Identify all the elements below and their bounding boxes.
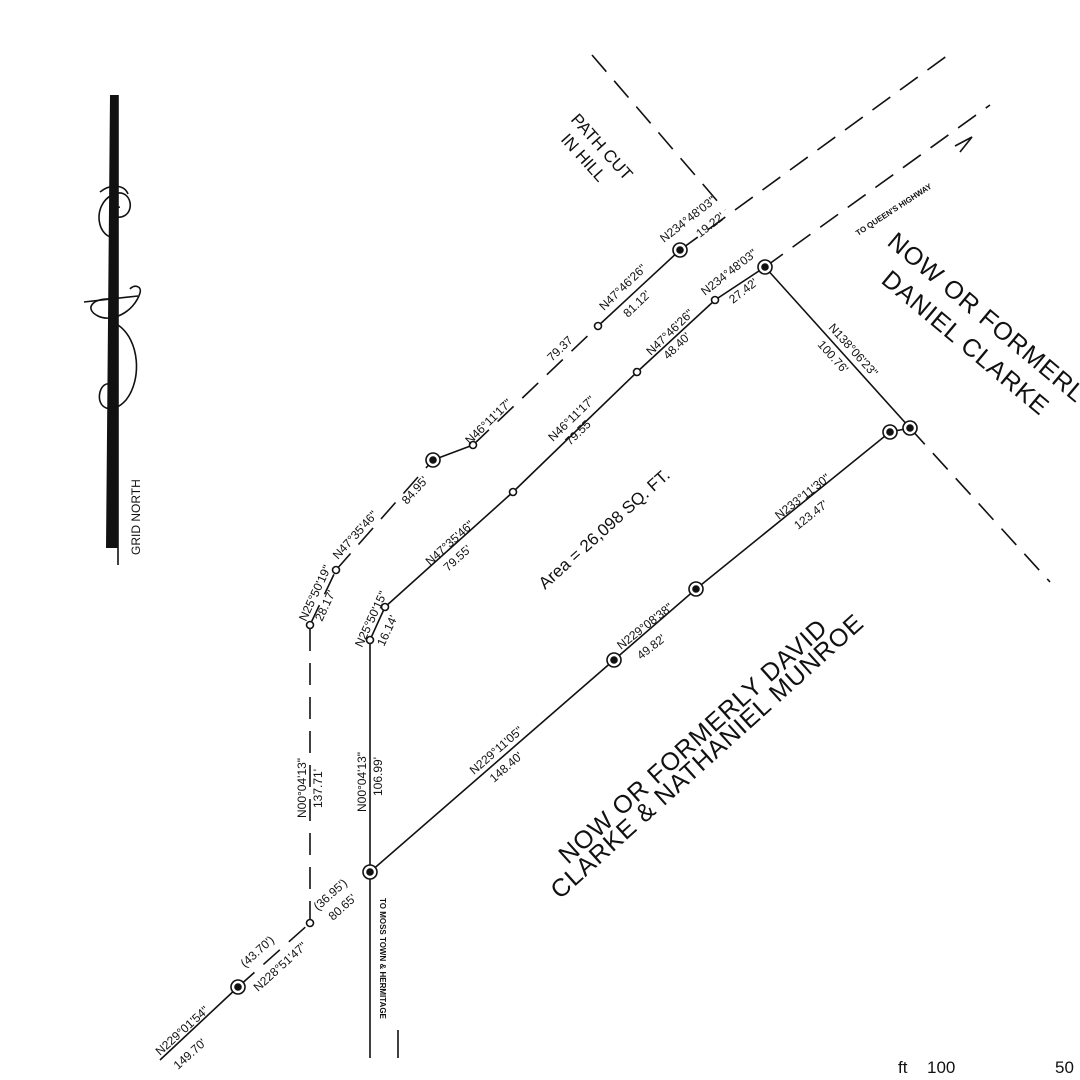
scale-label-left: 100 bbox=[927, 1058, 955, 1077]
course-bearing: N47°35'46" bbox=[330, 508, 381, 562]
queens-highway-note: TO QUEEN'S HIGHWAY bbox=[854, 182, 934, 238]
road-line-outer-ne bbox=[309, 569, 337, 626]
scale-label-right: 50 bbox=[1055, 1058, 1074, 1077]
road-to-queens-highway bbox=[764, 104, 991, 268]
course-distance: 106.99' bbox=[371, 757, 385, 796]
road-line-outer-seg5 bbox=[597, 249, 681, 327]
east-boundary-extension bbox=[909, 427, 1051, 583]
course-distance: 137.71' bbox=[311, 769, 325, 808]
scale-unit: ft bbox=[898, 1058, 908, 1077]
course-distance: 84.95' bbox=[399, 474, 431, 507]
parcel-boundary bbox=[369, 265, 912, 873]
road-line-outer-seg4 bbox=[472, 325, 599, 446]
course-distance: 79.37 bbox=[544, 333, 576, 364]
owner-northeast-line1: NOW OR FORMERLY bbox=[882, 227, 1080, 418]
north-arrow-icon bbox=[83, 95, 142, 565]
course-distance: 27.42' bbox=[726, 275, 760, 306]
owner-southeast-line2: CLARKE & NATHANIEL MUNROE bbox=[545, 609, 869, 905]
road-line-north bbox=[679, 49, 956, 251]
road-line-outer bbox=[237, 922, 311, 988]
path-cut-line bbox=[591, 54, 726, 211]
survey-points bbox=[230, 242, 918, 995]
north-arrow-label: GRID NORTH bbox=[129, 479, 143, 555]
owner-southeast-line1: NOW OR FORMERLY DAVID bbox=[553, 613, 833, 869]
arrow-icon bbox=[954, 136, 973, 153]
road-line-southwest bbox=[159, 986, 239, 1061]
course-bearing: N00°04'13" bbox=[355, 752, 369, 812]
moss-town-note: TO MOSS TOWN & HERMITAGE bbox=[378, 898, 387, 1020]
course-bearing: N00°04'13" bbox=[295, 758, 309, 818]
area-label: Area = 26,098 SQ. FT. bbox=[535, 465, 674, 593]
road-line-outer-seg2 bbox=[335, 459, 434, 571]
course-bearing: N46°11'17" bbox=[462, 396, 514, 447]
